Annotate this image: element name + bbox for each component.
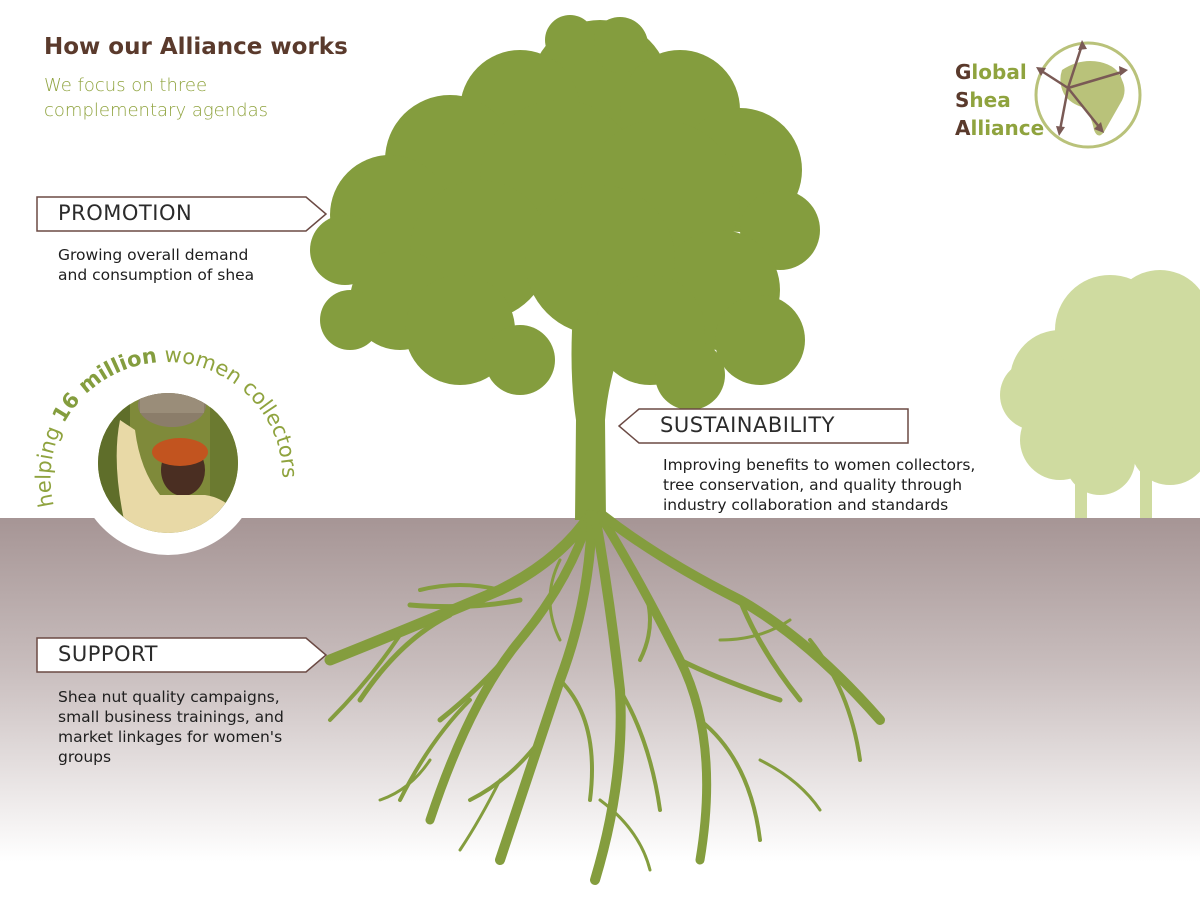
ground-soil	[0, 518, 1200, 900]
page-title: How our Alliance works	[44, 34, 348, 60]
promotion-description: Growing overall demand and consumption o…	[58, 246, 255, 284]
support-label: SUPPORT	[36, 637, 328, 673]
right-arrow-box-icon	[36, 196, 328, 232]
sustainability-description: Improving benefits to women collectors, …	[663, 456, 976, 514]
logo-line-alliance: Alliance	[955, 116, 1045, 140]
page-subtitle: We focus on three complementary agendas	[44, 75, 268, 121]
support-description: Shea nut quality campaigns, small busine…	[58, 688, 284, 766]
background-tree	[1000, 270, 1200, 518]
tree-roots	[324, 509, 885, 885]
tree-trunk	[571, 312, 625, 520]
right-arrow-box-icon	[36, 637, 328, 673]
women-collectors-badge: helping 16 million women collectors	[31, 343, 302, 555]
tree-canopy	[310, 15, 820, 410]
africa-map-icon	[1034, 40, 1142, 149]
logo-line-global: Global	[955, 60, 1027, 84]
logo-line-shea: Shea	[955, 88, 1011, 112]
promotion-label: PROMOTION	[36, 196, 328, 232]
alliance-logo-text: Global Shea Alliance	[955, 58, 1044, 142]
sustainability-label: SUSTAINABILITY	[618, 408, 910, 444]
left-arrow-box-icon	[618, 408, 909, 444]
